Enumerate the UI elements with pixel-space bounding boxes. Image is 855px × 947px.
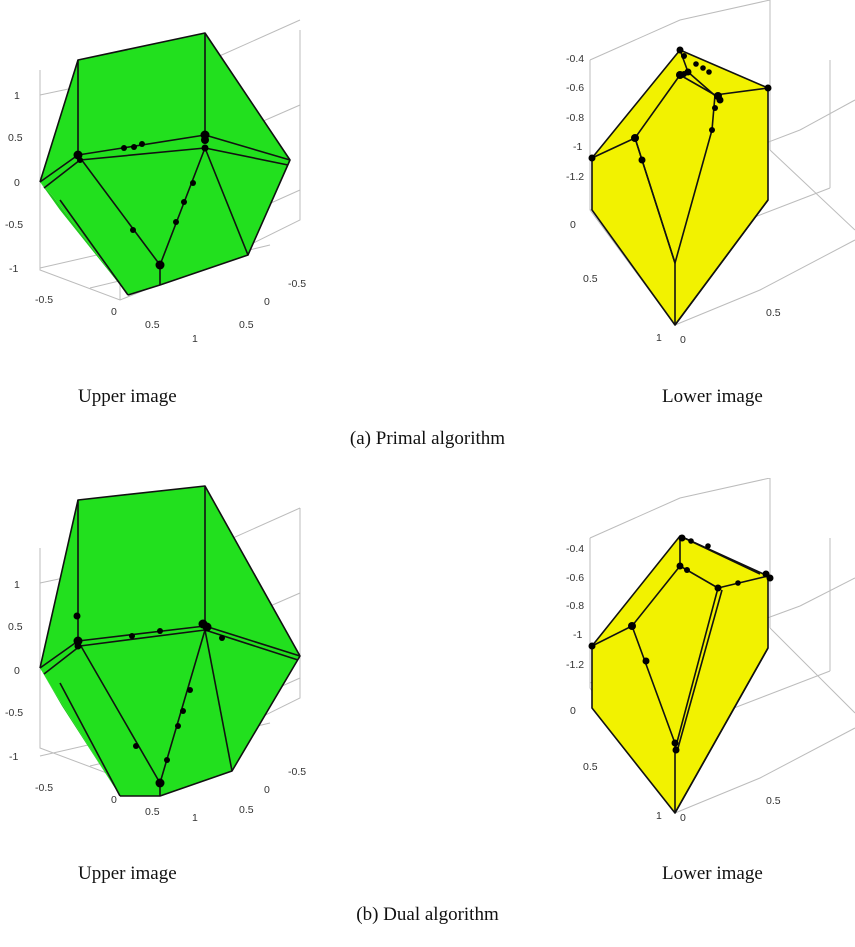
x-tick: -0.5	[35, 294, 53, 306]
lower-polytope	[592, 536, 768, 813]
z-tick: 0	[14, 665, 20, 677]
z-tick: -1	[573, 141, 582, 153]
z-tick: -0.4	[566, 53, 584, 65]
z-tick: 1	[14, 90, 20, 102]
y-tick: 0	[264, 296, 270, 308]
upper-image-plot-dual: 1 0.5 0 -0.5 -1 -0.5 0 0.5 1 -0.5 0 0.5	[0, 478, 330, 823]
lower-image-label: Lower image	[662, 863, 763, 884]
z-tick: -0.5	[5, 219, 23, 231]
z-tick: -0.6	[566, 82, 584, 94]
lower-polytope	[592, 50, 768, 325]
z-tick: -0.5	[5, 707, 23, 719]
figure-primal: 1 0.5 0 -0.5 -1 -0.5 0 0.5 1 -0.5 0 0.5	[0, 0, 855, 470]
x-tick: 0.5	[145, 319, 160, 331]
y-tick: 0	[570, 705, 576, 717]
x-tick: 1	[656, 810, 662, 822]
z-tick: 1	[14, 579, 20, 591]
x-tick: 0	[111, 306, 117, 318]
z-tick: 0.5	[8, 132, 23, 144]
x-tick: 0.5	[766, 307, 781, 319]
figure-dual: 1 0.5 0 -0.5 -1 -0.5 0 0.5 1 -0.5 0 0.5	[0, 478, 855, 947]
upper-polytope	[40, 486, 300, 796]
figure-caption: (a) Primal algorithm	[349, 428, 506, 449]
z-tick: 0.5	[8, 621, 23, 633]
x-tick: 0	[680, 812, 686, 823]
figure-caption: (b) Dual algorithm	[356, 904, 499, 925]
lower-image-plot-dual: -0.4 -0.6 -0.8 -1 -1.2 0 0.5 0 0.5 1	[530, 478, 855, 823]
z-tick: -0.6	[566, 572, 584, 584]
y-tick: -0.5	[288, 278, 306, 290]
x-tick: 0.5	[766, 795, 781, 807]
z-tick: 0	[14, 177, 20, 189]
z-tick: -1.2	[566, 659, 584, 671]
z-tick: -1	[9, 263, 18, 275]
x-tick: 1	[192, 333, 198, 345]
y-tick: -0.5	[288, 766, 306, 778]
y-tick: 0.5	[583, 273, 598, 285]
lower-3d-axes: -0.4 -0.6 -0.8 -1 -1.2 0 0.5 0 0.5 1	[566, 0, 855, 345]
x-tick: -0.5	[35, 782, 53, 794]
x-tick: 0.5	[145, 806, 160, 818]
y-tick: 0	[570, 219, 576, 231]
upper-image-label: Upper image	[78, 863, 177, 884]
x-tick: 0	[680, 334, 686, 345]
upper-polytope	[40, 33, 290, 295]
z-tick: -0.8	[566, 112, 584, 124]
lower-image-label: Lower image	[662, 386, 763, 407]
lower-image-plot-primal: -0.4 -0.6 -0.8 -1 -1.2 0 0.5 0 0.5 1	[530, 0, 855, 345]
upper-3d-axes: 1 0.5 0 -0.5 -1 -0.5 0 0.5 1 -0.5 0 0.5	[5, 485, 306, 823]
upper-image-plot-primal: 1 0.5 0 -0.5 -1 -0.5 0 0.5 1 -0.5 0 0.5	[0, 0, 330, 345]
z-tick: -0.4	[566, 543, 584, 555]
z-tick: -0.8	[566, 600, 584, 612]
upper-3d-axes: 1 0.5 0 -0.5 -1 -0.5 0 0.5 1 -0.5 0 0.5	[5, 19, 306, 345]
z-tick: -1	[9, 751, 18, 763]
upper-image-label: Upper image	[78, 386, 177, 407]
x-tick: 1	[656, 332, 662, 344]
x-tick: 1	[192, 812, 198, 823]
y-tick: 0	[264, 784, 270, 796]
y-tick: 0.5	[239, 319, 254, 331]
x-tick: 0	[111, 794, 117, 806]
y-tick: 0.5	[583, 761, 598, 773]
z-tick: -1	[573, 629, 582, 641]
y-tick: 0.5	[239, 804, 254, 816]
lower-3d-axes: -0.4 -0.6 -0.8 -1 -1.2 0 0.5 0 0.5 1	[566, 478, 855, 823]
z-tick: -1.2	[566, 171, 584, 183]
